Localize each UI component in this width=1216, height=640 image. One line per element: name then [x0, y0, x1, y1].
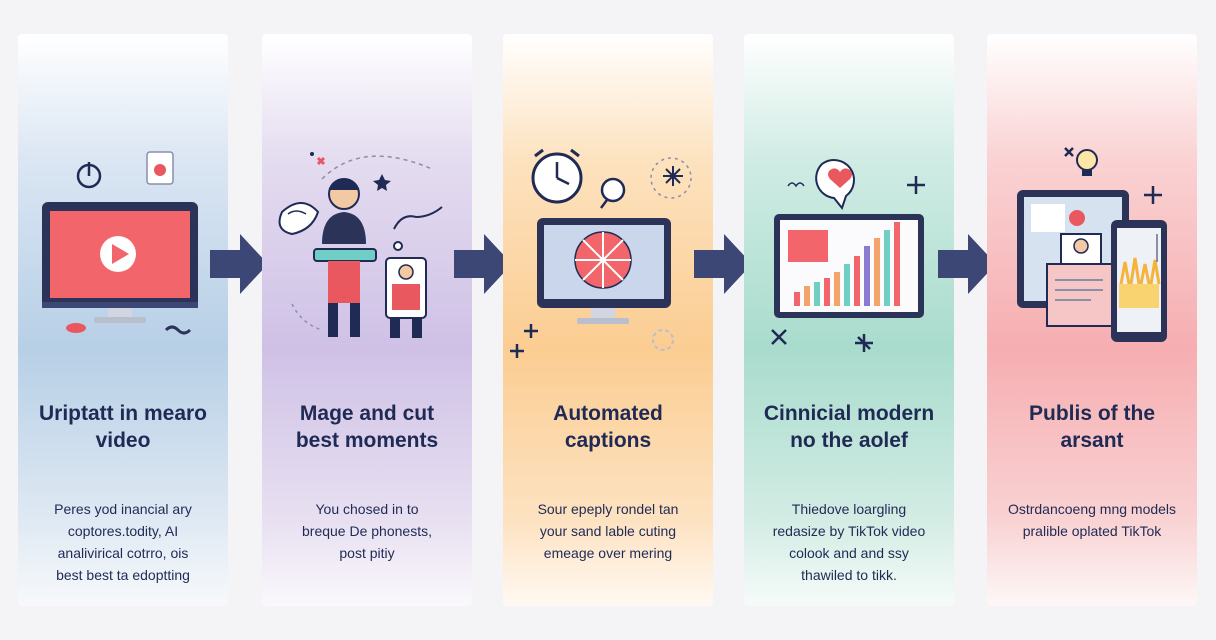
- heart-bubble-icon: [815, 159, 855, 211]
- arrow-right-icon: [454, 234, 512, 294]
- bar-chart-illustration: [771, 159, 925, 352]
- step-panel-3: Automated captions Sour epeply rondel ta…: [503, 34, 713, 606]
- step-panel-2: Mage and cut best moments You chosed in …: [262, 34, 472, 606]
- clock-icon: [531, 148, 583, 204]
- step-title: Uriptatt in mearo video: [38, 402, 208, 452]
- arrow-right-icon: [210, 234, 268, 294]
- step-description: Ostrdancoeng mng models pralible oplated…: [1007, 501, 1177, 539]
- lightbulb-icon: [1076, 149, 1098, 176]
- publish-illustration: [1017, 147, 1167, 342]
- step-description: Thiedove loargling redasize by TikTok vi…: [772, 501, 926, 583]
- arrow-right-icon: [938, 234, 996, 294]
- step-title: Automated captions: [553, 402, 663, 452]
- caption-monitor-icon: [574, 231, 632, 289]
- publish-devices-icon: [1017, 190, 1167, 342]
- step-panel-5: Publis of the arsant Ostrdancoeng mng mo…: [987, 34, 1197, 606]
- step-description: You chosed in to breque De phonests, pos…: [302, 501, 432, 561]
- bar-chart-monitor-icon: [788, 222, 900, 306]
- video-player-illustration: [42, 151, 198, 335]
- search-icon: [600, 177, 626, 209]
- person-editing-icon: [313, 178, 377, 337]
- sparkle-icon: [310, 152, 326, 166]
- badge-icon: [146, 151, 174, 185]
- step-title: Cinnicial modern no the aolef: [763, 402, 935, 452]
- step-description: Peres yod inancial ary coptores.todity, …: [54, 501, 192, 583]
- step-title: Mage and cut best moments: [295, 402, 439, 452]
- arrow-right-icon: [694, 234, 752, 294]
- step-panel-1: Uriptatt in mearo video Peres yod inanci…: [18, 34, 228, 606]
- step-description: Sour epeply rondel tan your sand lable c…: [537, 501, 679, 561]
- video-player-icon: [100, 236, 136, 272]
- step-title: Publis of the arsant: [1029, 402, 1155, 452]
- step-panel-4: Cinnicial modern no the aolef Thiedove l…: [744, 34, 954, 606]
- person-editing-illustration: [278, 152, 443, 338]
- power-icon: [76, 162, 102, 189]
- caption-monitor-illustration: [510, 148, 692, 358]
